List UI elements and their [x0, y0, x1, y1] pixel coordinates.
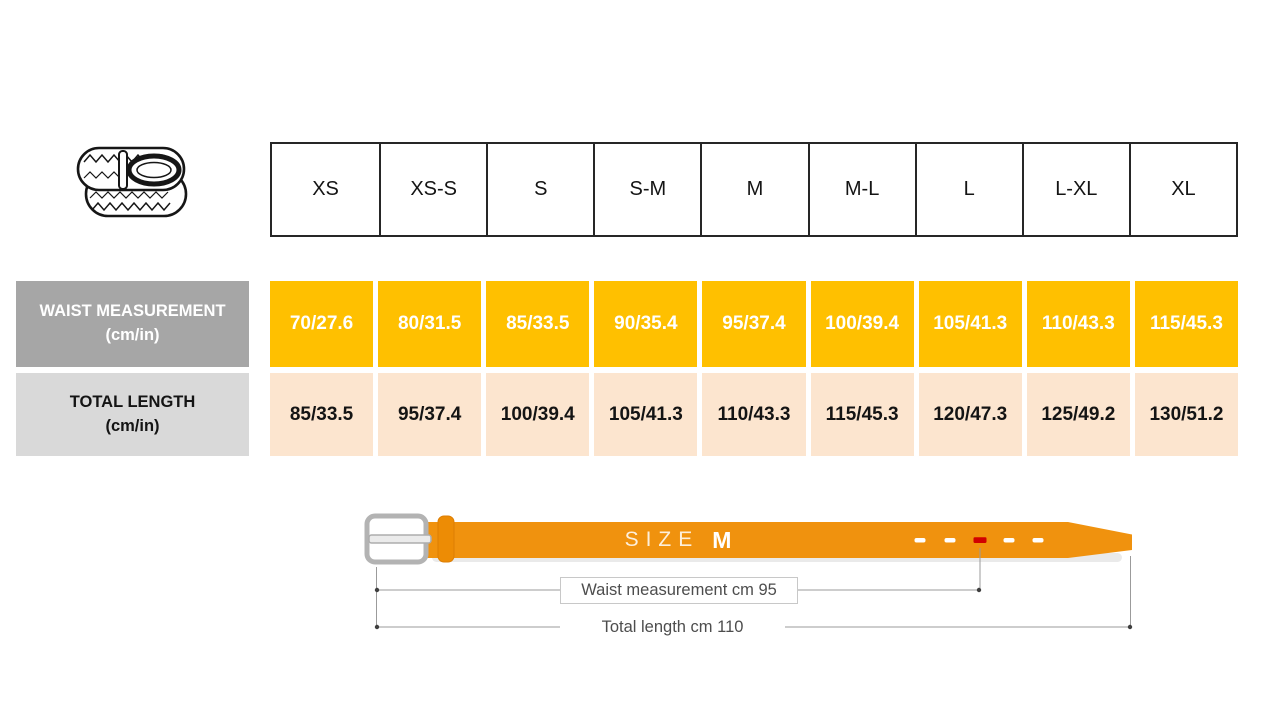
size-label: SIZE — [624, 528, 700, 551]
waist-cell: 110/43.3 — [1026, 281, 1130, 367]
length-row-label-unit: (cm/in) — [105, 416, 160, 435]
size-cell: M-L — [807, 144, 915, 235]
length-cell: 115/45.3 — [810, 373, 914, 456]
waist-cell: 100/39.4 — [810, 281, 914, 367]
total-length-annotation: Total length cm 110 — [560, 615, 785, 639]
belt-strap-shape — [426, 522, 1132, 558]
length-cell: 85/33.5 — [270, 373, 374, 456]
size-cell: XS-S — [379, 144, 486, 235]
waist-cell: 80/31.5 — [378, 281, 482, 367]
length-cell: 105/41.3 — [594, 373, 698, 456]
waist-cell: 85/33.5 — [486, 281, 590, 367]
belt-size-text: SIZE M — [593, 523, 763, 557]
length-cell: 120/47.3 — [918, 373, 1022, 456]
length-cell: 110/43.3 — [702, 373, 806, 456]
belt-hole — [1003, 538, 1015, 543]
length-row-label-title: TOTAL LENGTH — [69, 392, 196, 411]
waist-cell: 70/27.6 — [270, 281, 374, 367]
waist-cell: 90/35.4 — [594, 281, 698, 367]
waist-cell: 115/45.3 — [1134, 281, 1238, 367]
belt-hole-selected — [973, 537, 987, 543]
waist-values-row: 70/27.6 80/31.5 85/33.5 90/35.4 95/37.4 … — [270, 281, 1238, 367]
length-cell: 95/37.4 — [378, 373, 482, 456]
size-cell: XL — [1128, 144, 1236, 235]
size-cell: S — [486, 144, 593, 235]
waist-row-label-title: WAIST MEASUREMENT — [39, 302, 226, 321]
dimension-endpoints — [374, 587, 1133, 630]
length-cell: 125/49.2 — [1026, 373, 1130, 456]
waist-measurement-annotation: Waist measurement cm 95 — [560, 577, 798, 604]
length-cell: 100/39.4 — [486, 373, 590, 456]
length-values-row: 85/33.5 95/37.4 100/39.4 105/41.3 110/43… — [270, 373, 1238, 456]
belt-hole — [1032, 538, 1044, 543]
size-cell: XS — [312, 178, 339, 200]
size-cell: L-XL — [1021, 144, 1129, 235]
belt-hole — [944, 538, 956, 543]
length-row-label: TOTAL LENGTH (cm/in) — [16, 373, 249, 456]
size-value: M — [712, 526, 732, 553]
waist-row-label: WAIST MEASUREMENT (cm/in) — [16, 281, 249, 367]
size-cell: L — [914, 144, 1022, 235]
waist-row-label-unit: (cm/in) — [105, 326, 160, 344]
belt-hole — [914, 538, 926, 543]
belt-measurement-diagram — [364, 513, 1133, 630]
size-cell: S-M — [593, 144, 700, 235]
size-header-table: XS XS-S S S-M M M-L L L-XL XL — [270, 142, 1238, 237]
waist-cell: 95/37.4 — [702, 281, 806, 367]
buckle-prong-shape — [368, 534, 432, 544]
braided-belt-icon — [76, 146, 188, 218]
length-cell: 130/51.2 — [1134, 373, 1238, 456]
belt-keeper-shape — [437, 515, 455, 563]
belt-buckle-prong — [118, 150, 128, 190]
size-cell: M — [700, 144, 807, 235]
waist-cell: 105/41.3 — [918, 281, 1022, 367]
